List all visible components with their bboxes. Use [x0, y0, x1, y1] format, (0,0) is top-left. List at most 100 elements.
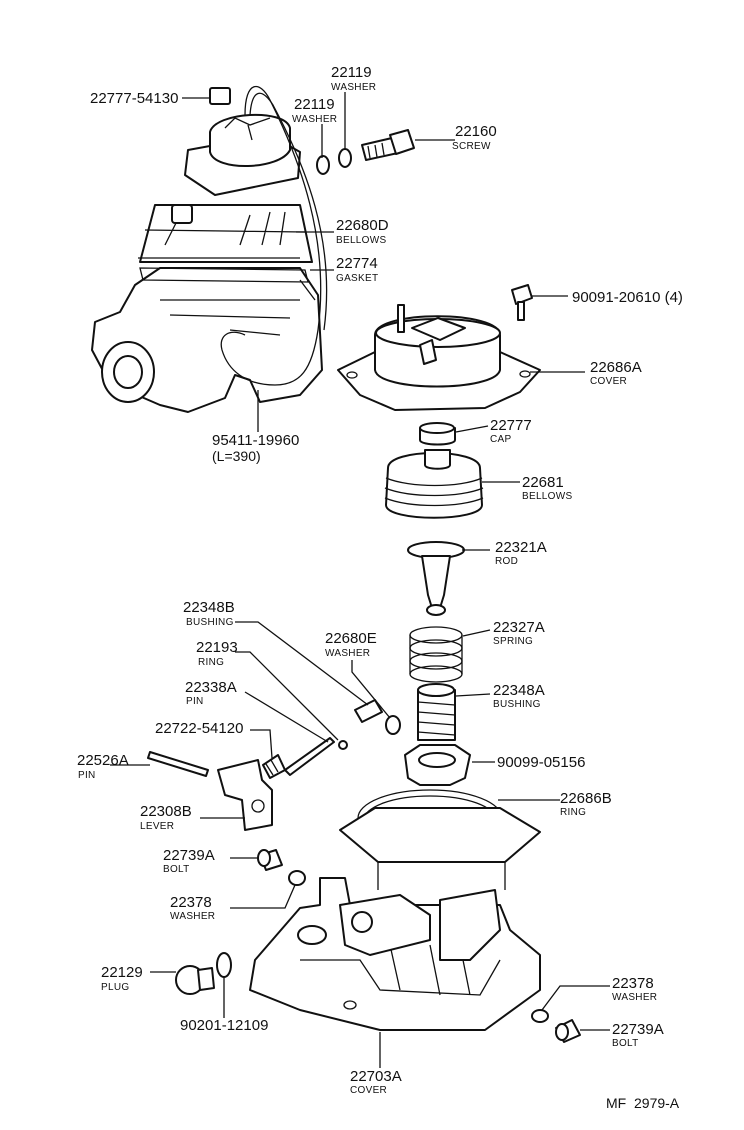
pin-22338a-part — [284, 737, 335, 776]
washer-90201-part — [216, 952, 232, 978]
part-number: 22680E — [325, 630, 377, 647]
part-name: BUSHING — [493, 699, 541, 710]
part-name: SPRING — [493, 636, 533, 647]
part-name: WASHER — [170, 911, 215, 922]
part-name: BUSHING — [186, 617, 234, 628]
callout-22129: 22129 PLUG — [101, 964, 143, 993]
part-name: WASHER — [331, 82, 376, 93]
part-name: WASHER — [325, 648, 370, 659]
part-number: 22338A — [185, 679, 237, 696]
spring-22722-part — [262, 754, 286, 779]
part-name: PIN — [78, 770, 96, 781]
part-number: 22378 — [170, 894, 212, 911]
callout-22777: 22777 CAP — [490, 417, 532, 445]
callout-22739a-left: 22739A BOLT — [163, 847, 215, 875]
part-number: 22348B — [183, 599, 235, 616]
part-name: WASHER — [292, 114, 337, 125]
part-number: 22777-54130 — [90, 90, 178, 107]
bellows-22681-part — [384, 449, 484, 519]
callout-95411-19960: 95411-19960 (L=390) — [212, 432, 299, 464]
part-name: SCREW — [452, 141, 491, 152]
part-name: PIN — [186, 696, 204, 707]
callout-22774: 22774 GASKET — [336, 255, 378, 284]
callout-22308b: 22308B LEVER — [140, 803, 192, 832]
part-number: 90201-12109 — [180, 1017, 268, 1034]
governor-housing-part — [249, 807, 541, 1031]
part-name: COVER — [590, 376, 627, 387]
part-number: 22686A — [590, 359, 642, 376]
part-number: 22777 — [490, 417, 532, 434]
part-number: 22681 — [522, 474, 564, 491]
part-number: 22160 — [455, 123, 497, 140]
plug-22129-part — [175, 965, 215, 995]
diagram-reference: MF 2979-A — [606, 1095, 680, 1111]
part-number: 90099-05156 — [497, 754, 585, 771]
screw-22160-part — [361, 129, 415, 161]
callout-22378-right: 22378 WASHER — [612, 975, 657, 1003]
callout-22348b: 22348B BUSHING — [183, 599, 235, 628]
callout-90091-20610: 90091-20610 (4) — [572, 289, 683, 306]
rod-22321a-part — [407, 541, 465, 616]
part-number: 22119 — [294, 96, 335, 113]
bolt-22739a-right-part — [555, 1019, 581, 1043]
part-number: 90091-20610 (4) — [572, 289, 683, 306]
part-number: 22193 — [196, 639, 238, 656]
part-name: PLUG — [101, 982, 129, 993]
part-number: 22739A — [163, 847, 215, 864]
part-name: BELLOWS — [336, 235, 386, 246]
callout-22777-54130: 22777-54130 — [90, 90, 178, 107]
injection-pump-assembly — [91, 85, 328, 413]
part-number: 22526A — [77, 752, 129, 769]
part-number: 22703A — [350, 1068, 402, 1085]
callout-22680e: 22680E WASHER — [325, 630, 377, 659]
part-name: BOLT — [163, 864, 190, 875]
callout-90099-05156: 90099-05156 — [497, 754, 585, 771]
bushing-22348a-part — [417, 683, 456, 741]
part-number: 22774 — [336, 255, 378, 272]
part-number: 95411-19960 — [212, 432, 299, 449]
part-number: 22722-54120 — [155, 720, 243, 737]
callout-90201-12109: 90201-12109 — [180, 1017, 268, 1034]
callout-22193: 22193 RING — [196, 639, 238, 668]
callout-22739a-right: 22739A BOLT — [612, 1021, 664, 1049]
lever-22308b-part — [217, 759, 273, 831]
bolt-22739a-left-part — [257, 849, 283, 871]
callout-22681: 22681 BELLOWS — [522, 474, 572, 502]
part-name: WASHER — [612, 992, 657, 1003]
part-number: 22129 — [101, 964, 143, 981]
part-number: 22327A — [493, 619, 545, 636]
callout-22686a: 22686A COVER — [590, 359, 642, 387]
callout-22686b: 22686B RING — [560, 790, 612, 818]
part-name: LEVER — [140, 821, 174, 832]
part-name: RING — [198, 657, 224, 668]
part-number: 22348A — [493, 682, 545, 699]
callout-22338a: 22338A PIN — [185, 679, 237, 707]
callout-22348a: 22348A BUSHING — [493, 682, 545, 710]
callout-22119-upper: 22119 WASHER — [331, 64, 376, 93]
part-length: (L=390) — [212, 448, 261, 464]
callout-22119-lower: 22119 WASHER — [292, 96, 337, 125]
callout-22321a: 22321A ROD — [495, 539, 547, 567]
part-name: COVER — [350, 1085, 387, 1096]
part-name: ROD — [495, 556, 518, 567]
cap-22777-part — [419, 422, 456, 446]
part-name: BELLOWS — [522, 491, 572, 502]
washer-22378-left-part — [288, 870, 306, 886]
part-name: CAP — [490, 434, 511, 445]
washer-22378-right-part — [531, 1009, 549, 1023]
spring-22327a-part — [409, 626, 463, 683]
part-number: 22119 — [331, 64, 372, 81]
callout-22703a: 22703A COVER — [350, 1068, 402, 1096]
callout-22722-54120: 22722-54120 — [155, 720, 243, 737]
callout-22526a: 22526A PIN — [77, 752, 129, 781]
part-number: 22308B — [140, 803, 192, 820]
cover-22686a-part — [337, 304, 541, 411]
part-name: BOLT — [612, 1038, 639, 1049]
bushing-22348b-part — [338, 699, 401, 750]
callout-22378-left: 22378 WASHER — [170, 894, 215, 922]
screw-90091-part — [511, 284, 533, 321]
callout-22327a: 22327A SPRING — [493, 619, 545, 647]
callout-22680d: 22680D BELLOWS — [336, 217, 389, 246]
nut-90099-part — [404, 744, 471, 786]
